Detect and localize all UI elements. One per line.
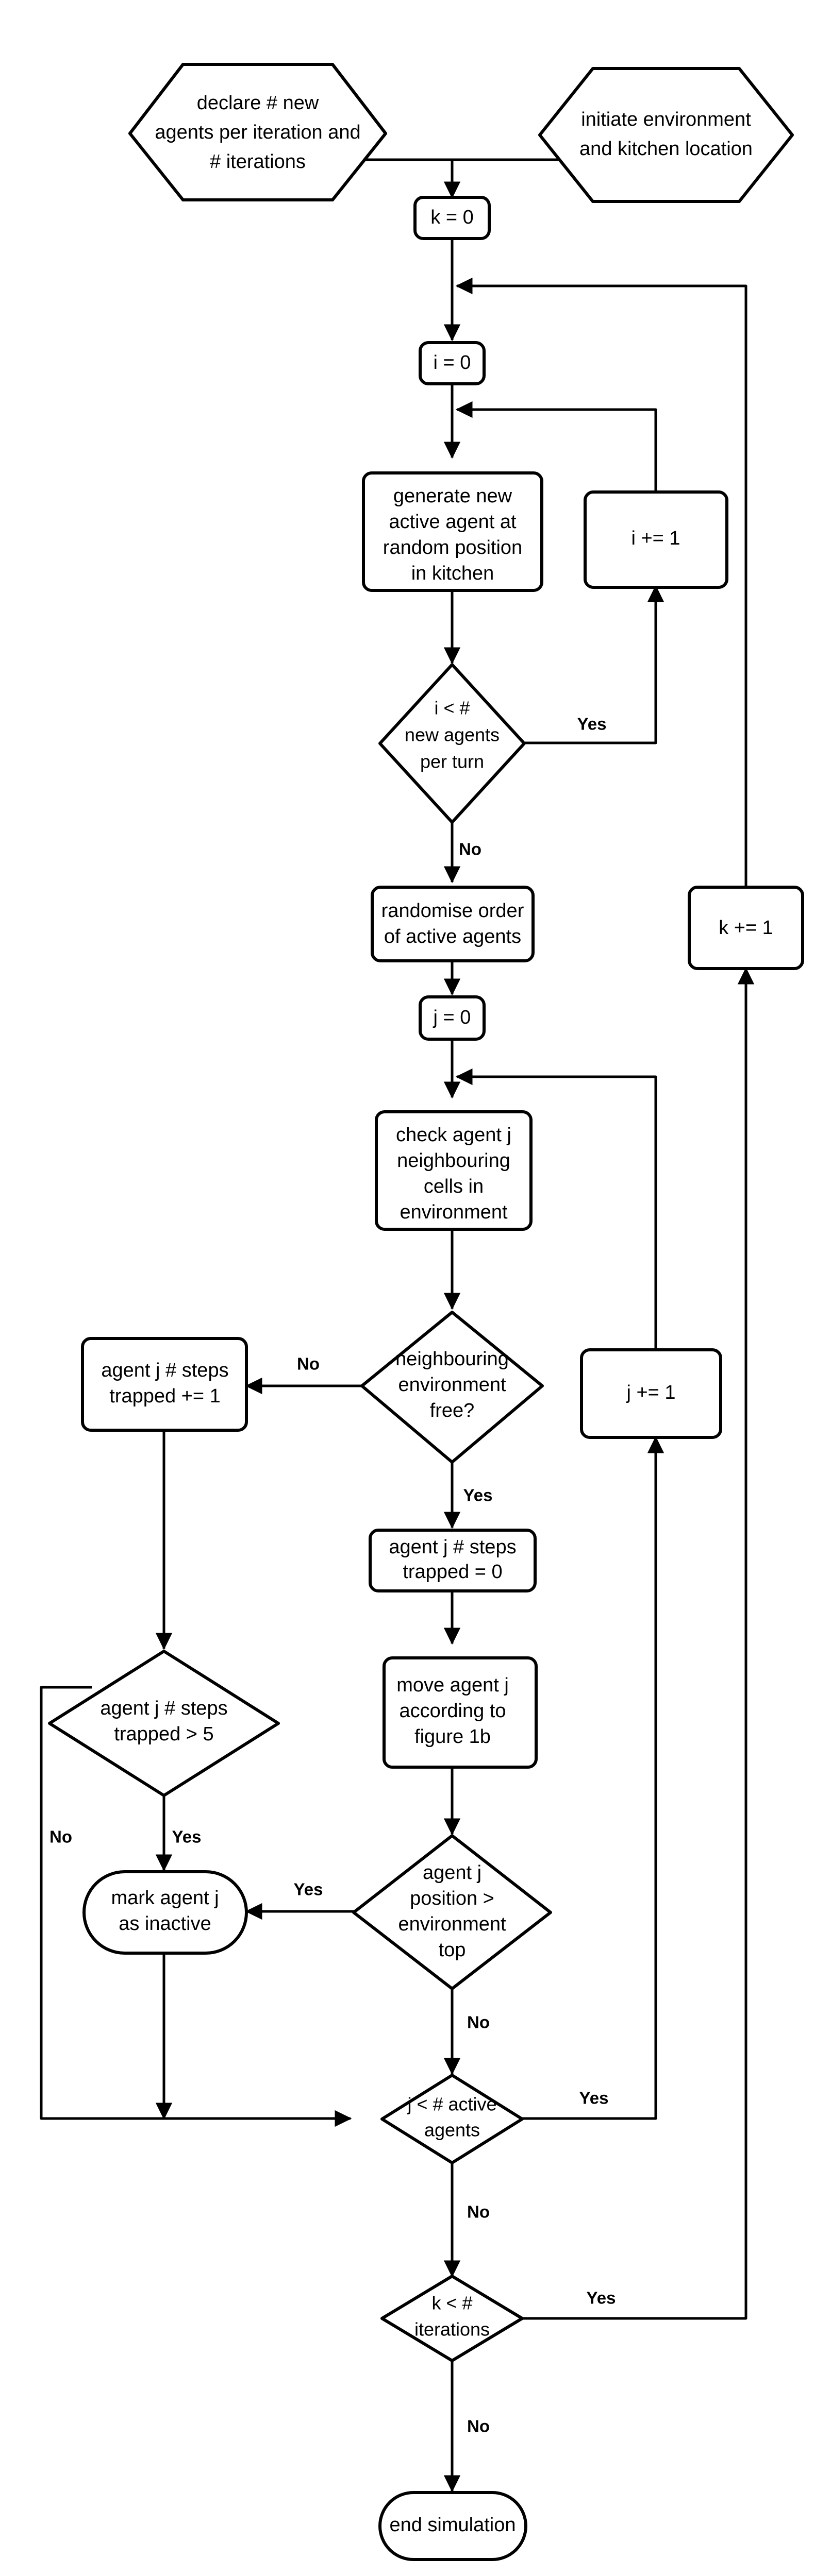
edge-label-trapped-gt5-yes: Yes	[172, 1827, 202, 1846]
edge-i-check-yes	[522, 585, 664, 744]
node-trapped-incr[interactable]: agent j # steps trapped += 1	[81, 1337, 248, 1432]
node-neighbour-free[interactable]: neighbouring environment free?	[360, 1311, 544, 1464]
node-i-check[interactable]: i < # new agents per turn	[378, 663, 526, 824]
node-k-check[interactable]: k < # iterations	[380, 2275, 524, 2362]
edge-label-neighbour-free-no: No	[297, 1354, 320, 1374]
check-neighbours-line-3: cells in	[424, 1176, 484, 1197]
position-top-line-3: environment	[398, 1913, 506, 1935]
node-j-check[interactable]: j < # active agents	[380, 2074, 524, 2164]
move-agent-line-2: according to	[399, 1700, 506, 1722]
edge-j-incr-to-check	[455, 1068, 657, 1350]
node-k-incr[interactable]: k += 1	[688, 886, 804, 970]
generate-agent-line-2: active agent at	[389, 511, 517, 533]
trapped-gt5-line-1: agent j # steps	[100, 1698, 227, 1719]
position-top-line-2: position >	[410, 1888, 494, 1909]
edge-j-check-yes	[521, 1436, 664, 2120]
check-neighbours-line-1: check agent j	[396, 1124, 511, 1146]
node-i-init[interactable]: i = 0	[419, 341, 486, 385]
generate-agent-line-4: in kitchen	[411, 563, 494, 584]
mark-inactive-line-2: as inactive	[119, 1913, 211, 1935]
randomise-line-2: of active agents	[384, 926, 521, 947]
edge-label-position-top-no: No	[467, 2013, 490, 2032]
generate-agent-line-3: random position	[383, 537, 522, 558]
j-init-label: j = 0	[433, 1007, 471, 1028]
trapped-reset-line-2: trapped = 0	[403, 1561, 502, 1583]
j-incr-label: j += 1	[626, 1382, 675, 1403]
declare-params-line-3: # iterations	[210, 151, 306, 173]
node-i-incr[interactable]: i += 1	[584, 490, 728, 589]
i-check-line-2: new agents	[405, 724, 500, 745]
neighbour-free-line-3: free?	[430, 1400, 475, 1421]
trapped-incr-line-2: trapped += 1	[109, 1385, 221, 1407]
edge-trapped-gt5-no	[40, 1686, 352, 2127]
j-check-line-2: agents	[424, 2120, 480, 2141]
move-agent-line-1: move agent j	[396, 1674, 509, 1696]
position-top-line-1: agent j	[423, 1862, 481, 1884]
edges-layer	[40, 133, 755, 2493]
randomise-line-1: randomise order	[381, 900, 524, 922]
node-position-top[interactable]: agent j position > environment top	[352, 1834, 552, 1990]
trapped-reset-line-1: agent j # steps	[389, 1536, 516, 1558]
node-end-sim[interactable]: end simulation	[378, 2491, 527, 2561]
node-declare-params[interactable]: declare # new agents per iteration and #…	[128, 63, 387, 201]
neighbour-free-line-1: neighbouring	[395, 1348, 509, 1370]
initiate-env-line-2: and kitchen location	[579, 138, 753, 160]
initiate-env-line-1: initiate environment	[581, 109, 751, 130]
node-j-init[interactable]: j = 0	[419, 995, 486, 1041]
declare-params-line-2: agents per iteration and	[155, 122, 360, 143]
i-check-line-1: i < #	[434, 698, 470, 719]
node-generate-agent[interactable]: generate new active agent at random posi…	[362, 471, 543, 592]
node-trapped-gt5[interactable]: agent j # steps trapped > 5	[48, 1650, 280, 1797]
node-j-incr[interactable]: j += 1	[580, 1348, 722, 1439]
trapped-gt5-line-2: trapped > 5	[114, 1723, 213, 1745]
edge-label-trapped-gt5-no: No	[49, 1827, 72, 1846]
mark-inactive-line-1: mark agent j	[111, 1887, 219, 1909]
edge-label-j-check-yes: Yes	[579, 2089, 609, 2108]
edge-label-k-check-yes: Yes	[587, 2289, 616, 2308]
edge-label-position-top-yes: Yes	[294, 1880, 323, 1899]
k-incr-label: k += 1	[719, 917, 773, 939]
edge-k-check-yes	[521, 967, 755, 2320]
node-move-agent[interactable]: move agent j according to figure 1b	[383, 1656, 538, 1769]
edge-label-k-check-no: No	[467, 2417, 490, 2436]
node-check-neighbours[interactable]: check agent j neighbouring cells in envi…	[375, 1110, 533, 1231]
k-check-line-1: k < #	[431, 2293, 472, 2314]
trapped-incr-line-1: agent j # steps	[101, 1360, 228, 1381]
edge-label-i-check-no: No	[459, 840, 481, 859]
node-mark-inactive[interactable]: mark agent j as inactive	[82, 1870, 248, 1955]
edge-label-neighbour-free-yes: Yes	[463, 1486, 493, 1505]
edge-i-incr-to-generate	[455, 401, 657, 502]
k-check-line-2: iterations	[414, 2319, 490, 2340]
node-randomise[interactable]: randomise order of active agents	[371, 886, 535, 962]
edge-label-j-check-no: No	[467, 2202, 490, 2222]
check-neighbours-line-2: neighbouring	[397, 1150, 510, 1172]
position-top-line-4: top	[439, 1939, 466, 1961]
edge-label-i-check-yes: Yes	[577, 715, 607, 734]
node-initiate-env[interactable]: initiate environment and kitchen locatio…	[538, 67, 794, 203]
end-sim-label: end simulation	[389, 2514, 516, 2536]
node-k-init[interactable]: k = 0	[413, 196, 491, 240]
check-neighbours-line-4: environment	[400, 1201, 508, 1223]
generate-agent-line-1: generate new	[393, 485, 512, 507]
i-check-line-3: per turn	[420, 751, 484, 772]
declare-params-line-1: declare # new	[197, 92, 319, 114]
i-init-label: i = 0	[434, 352, 471, 374]
j-check-line-1: j < # active	[407, 2094, 496, 2115]
move-agent-line-3: figure 1b	[414, 1726, 491, 1748]
edge-labels-layer: Yes No No Yes No Yes Yes No Yes No Yes N…	[49, 715, 616, 2436]
k-init-label: k = 0	[430, 207, 473, 228]
node-trapped-reset[interactable]: agent j # steps trapped = 0	[369, 1529, 537, 1592]
edge-k-incr-to-i-init	[455, 277, 747, 889]
neighbour-free-line-2: environment	[398, 1374, 506, 1396]
i-incr-label: i += 1	[631, 528, 680, 549]
